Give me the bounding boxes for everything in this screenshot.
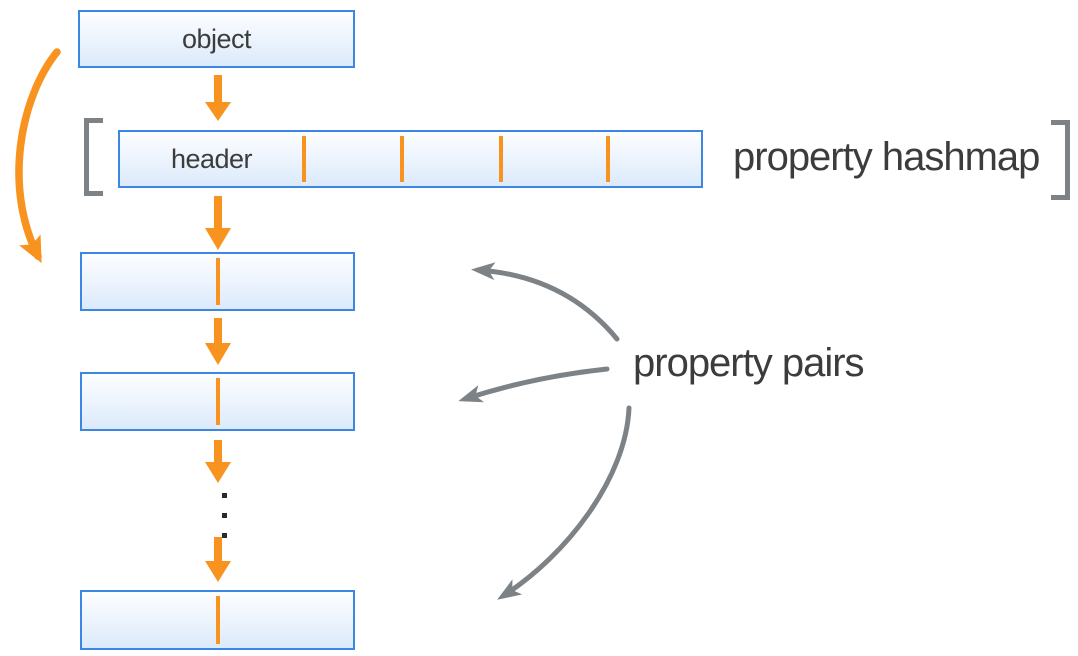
property-pairs-label: property pairs [633,341,865,385]
object-box: object [78,10,355,68]
hashmap-cell-divider [499,136,503,182]
callout-arrow-icon [458,366,610,403]
hashmap-cell-divider [400,136,404,182]
ellipsis-dots-icon [222,493,227,538]
hashmap-header-label: header [170,143,253,174]
pair-divider [215,258,220,305]
right-bracket [1051,120,1070,200]
property-hashmap-label: property hashmap [733,135,1040,179]
hashmap-cell-divider [302,136,306,182]
callout-arrow-icon [471,262,620,342]
pair-divider [215,596,220,644]
property-pair-box [80,590,355,650]
property-pair-box [80,372,355,431]
down-arrow-icon [205,196,231,250]
property-hashmap-box: header [118,130,703,188]
down-arrow-icon [205,75,231,121]
down-arrow-icon [205,537,231,582]
hashmap-cell-divider [606,136,610,182]
hashmap-header-cell: header [120,132,303,186]
pair-divider [215,378,220,425]
callout-arrow-icon [497,405,632,600]
down-arrow-icon [205,318,231,365]
curved-arrow-icon [15,48,61,264]
down-arrow-icon [205,440,231,483]
property-pair-box [80,252,355,311]
object-box-label: object [181,23,252,54]
left-bracket [84,118,103,196]
